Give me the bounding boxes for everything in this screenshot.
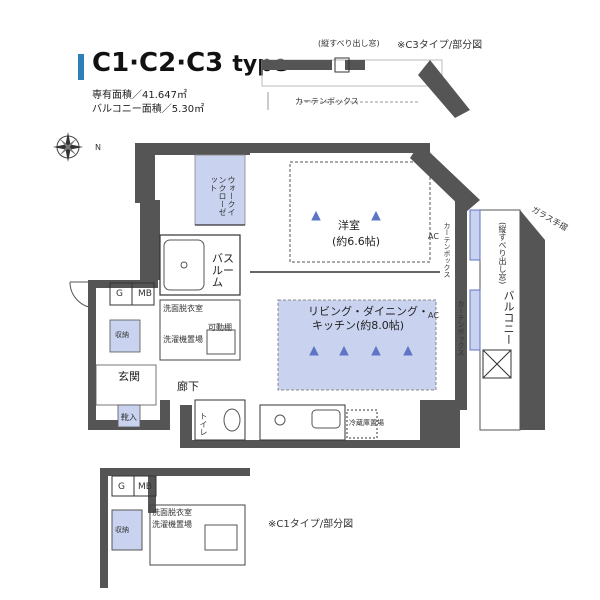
c1-storage-label: 収納: [115, 526, 129, 534]
washroom-label: 洗面脱衣室: [163, 304, 203, 313]
entrance-label: 玄関: [118, 370, 140, 383]
shoe-cabinet-label: 靴入: [121, 413, 137, 422]
c1-washroom-label: 洗面脱衣室: [152, 508, 192, 517]
fridge-label: 冷蔵庫置場: [349, 419, 384, 427]
western-room-size: (約6.6帖): [332, 235, 381, 248]
ac-label-1: AC: [428, 232, 439, 241]
compass-icon: [53, 132, 83, 162]
shelf-label: 可動棚: [208, 323, 232, 332]
exclusive-area: 専有面積／41.647㎡: [92, 90, 187, 101]
balcony-label: バルコニー: [502, 290, 515, 345]
ldk-label: リビング・ダイニング・: [308, 305, 429, 318]
walk-in-closet-label: ウォークインクローゼット: [209, 176, 236, 216]
c1-partial-note: ※C1タイプ/部分図: [268, 519, 354, 530]
top-window-note: (縦すべり出し窓): [318, 39, 380, 48]
title-accent-bar: [78, 54, 84, 80]
mb-label: MB: [138, 289, 152, 299]
ldk-size: キッチン(約8.0帖): [312, 319, 405, 332]
storage-label: 収納: [115, 331, 129, 339]
compass-north: N: [95, 143, 101, 152]
gas-meter-label: G: [116, 289, 123, 299]
c1-gas-meter-label: G: [118, 482, 125, 492]
hallway-label: 廊下: [177, 380, 199, 393]
bathroom-label: バスルーム: [212, 252, 234, 289]
toilet-label: トイレ: [199, 412, 208, 436]
curtain-box-left: カーテンボックス: [457, 300, 465, 356]
curtain-box-side: カーテンボックス: [443, 222, 451, 278]
curtain-box-top: カーテンボックス: [295, 97, 359, 106]
right-window-note: (縦すべり出し窓): [498, 222, 507, 285]
balcony-area: バルコニー面積／5.30㎡: [92, 104, 205, 115]
ac-label-2: AC: [428, 311, 439, 320]
title-main: C1·C2·C3: [92, 48, 224, 78]
page-title: C1·C2·C3 type: [92, 48, 288, 78]
western-room-label: 洋室: [338, 219, 360, 232]
c3-partial-note: ※C3タイプ/部分図: [397, 40, 483, 51]
c1-mb-label: MB: [138, 482, 152, 492]
washer-space-label: 洗濯機置場: [163, 335, 203, 344]
c1-washer-label: 洗濯機置場: [152, 520, 192, 529]
